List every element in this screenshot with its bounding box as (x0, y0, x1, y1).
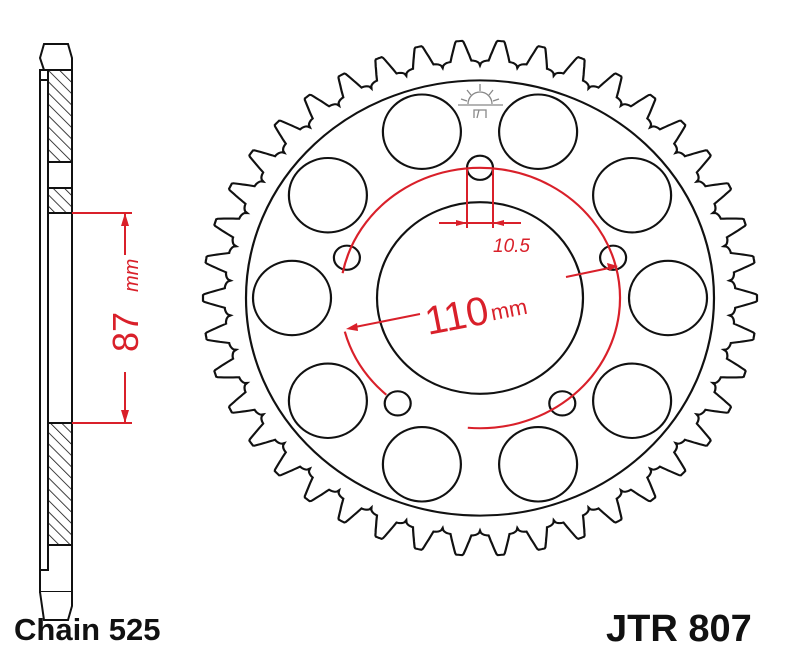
pitch-circle-unit: mm (489, 294, 530, 326)
rim-circle (244, 79, 716, 517)
bolt-hole (548, 390, 577, 417)
lightening-hole (592, 157, 673, 234)
sprocket-front-view (201, 39, 759, 557)
lightening-hole (497, 93, 579, 170)
bolt-hole (383, 390, 412, 417)
pitch-circle-dimension (346, 263, 618, 331)
chain-label: Chain 525 (14, 612, 161, 647)
pitch-circle-arc (341, 166, 622, 430)
part-number: JTR 807 (606, 608, 752, 650)
lightening-hole (592, 362, 673, 439)
bolt-hole-value: 10.5 (493, 236, 530, 257)
center-bore-dimension (72, 212, 132, 424)
jt-sun-logo-icon (458, 84, 503, 119)
side-profile-view (38, 43, 73, 621)
bolt-hole (332, 244, 361, 271)
sprocket-teeth-outline (201, 39, 759, 557)
lightening-hole (381, 93, 463, 170)
center-bore-unit: mm (121, 259, 143, 292)
lightening-hole (287, 362, 368, 439)
lightening-hole (251, 259, 333, 337)
bolt-hole-dimension (439, 168, 521, 228)
lightening-hole (497, 426, 579, 503)
pitch-circle-arc (343, 331, 388, 396)
lightening-hole (381, 426, 463, 503)
center-bore (375, 201, 585, 395)
pitch-circle-value: 110 (421, 288, 492, 343)
lightening-hole (627, 259, 709, 337)
lightening-hole (287, 157, 368, 234)
bolt-hole (599, 244, 628, 271)
center-bore-value: 87 (105, 312, 146, 352)
